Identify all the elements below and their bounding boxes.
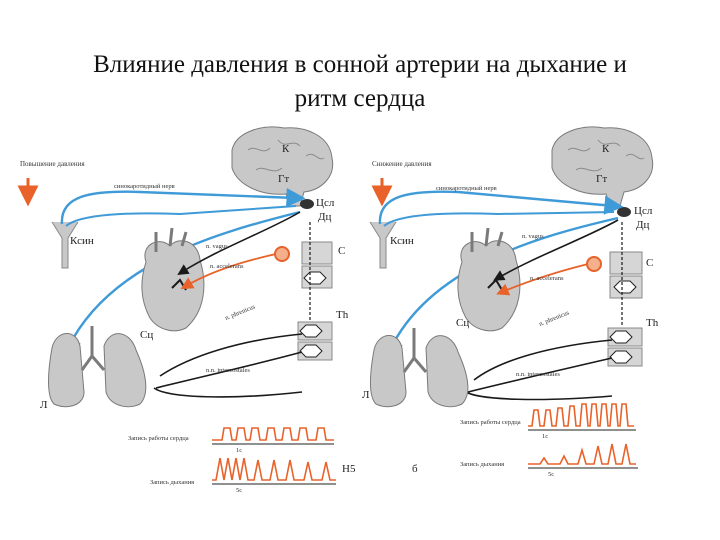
right-stimulus-label: Снижение давления xyxy=(372,160,432,168)
right-time2-label: 5с xyxy=(548,471,554,478)
right-center-node xyxy=(617,207,631,217)
right-brain xyxy=(552,127,653,206)
left-lung-left xyxy=(49,333,85,406)
left-brain-label: К xyxy=(282,143,290,155)
left-brain xyxy=(232,127,333,206)
right-fig-num: б xyxy=(412,463,418,475)
right-heart-trace xyxy=(528,404,634,426)
left-lower-nerve xyxy=(154,388,302,397)
left-breath-trace xyxy=(212,458,336,480)
right-th-label: Th xyxy=(646,317,659,329)
right-sc-label: Сц xyxy=(456,317,469,329)
left-nerve-top-label: синокаротидный нерв xyxy=(114,183,175,190)
right-phrenic-label: n. phrenicus xyxy=(538,309,571,328)
left-breath-record-label: Запись дыхания xyxy=(150,479,194,486)
right-c-box xyxy=(610,252,642,274)
left-trachea xyxy=(82,326,104,370)
right-accel-label: n. accelerans xyxy=(530,275,564,282)
left-accel-ganglion xyxy=(275,247,289,261)
left-vagus-label: n. vagus xyxy=(206,243,228,250)
left-lungs-label: Л xyxy=(40,399,48,411)
left-gt-label: Гт xyxy=(278,173,289,185)
right-breath-trace xyxy=(528,444,636,464)
left-time1-label: 1с xyxy=(236,447,242,454)
right-intercost-label: n.n. intercostales xyxy=(516,371,560,378)
right-accel-ganglion xyxy=(587,257,601,271)
left-c-label: С xyxy=(338,245,345,257)
right-afferent-nerve-2 xyxy=(384,212,614,226)
left-heart-trace xyxy=(212,428,334,440)
right-center1-label: Цсл xyxy=(634,205,653,217)
left-center1-label: Цсл xyxy=(316,197,335,209)
left-heart-record-label: Запись работы сердца xyxy=(128,435,189,442)
left-sc-label: Сц xyxy=(140,329,153,341)
right-center2-label: Дц xyxy=(636,219,650,231)
left-center2-label: Дц xyxy=(318,211,332,223)
left-intercost-label: n.n. intercostales xyxy=(206,367,250,374)
left-ksin-label: Ксин xyxy=(70,235,94,247)
left-lung-right xyxy=(104,334,146,407)
left-accel-label: n. accelerans xyxy=(210,263,244,270)
right-heart-record-label: Запись работы сердца xyxy=(460,419,521,426)
left-c-box xyxy=(302,242,332,264)
right-ksin-label: Ксин xyxy=(390,235,414,247)
right-afferent-nerve xyxy=(380,192,614,224)
right-panel: Снижение давления Ксин К Гт Цсл Дц синок… xyxy=(362,127,659,478)
left-stimulus-label: Повышение давления xyxy=(20,160,85,168)
right-brain-label: К xyxy=(602,143,610,155)
left-phrenic-label: n. phrenicus xyxy=(224,303,257,322)
left-th-label: Th xyxy=(336,309,349,321)
left-time2-label: 5с xyxy=(236,487,242,494)
right-c-label: С xyxy=(646,257,653,269)
right-nerve-top-label: синокаротидный нерв xyxy=(436,185,497,192)
right-breath-record-label: Запись дыхания xyxy=(460,461,504,468)
right-lung-right xyxy=(426,336,468,407)
right-time1-label: 1с xyxy=(542,433,548,440)
right-vagus-label: n. vagus xyxy=(522,233,544,240)
left-center-node xyxy=(300,199,314,209)
left-panel: Повышение давления Ксин К Гт Цсл Дц сино… xyxy=(20,127,356,494)
right-lower-nerve xyxy=(466,392,612,399)
left-fig-num: Н5 xyxy=(342,463,356,475)
right-lungs-label: Л xyxy=(362,389,370,401)
right-gt-label: Гт xyxy=(596,173,607,185)
right-trachea xyxy=(404,328,426,372)
right-lung-left xyxy=(371,335,407,406)
